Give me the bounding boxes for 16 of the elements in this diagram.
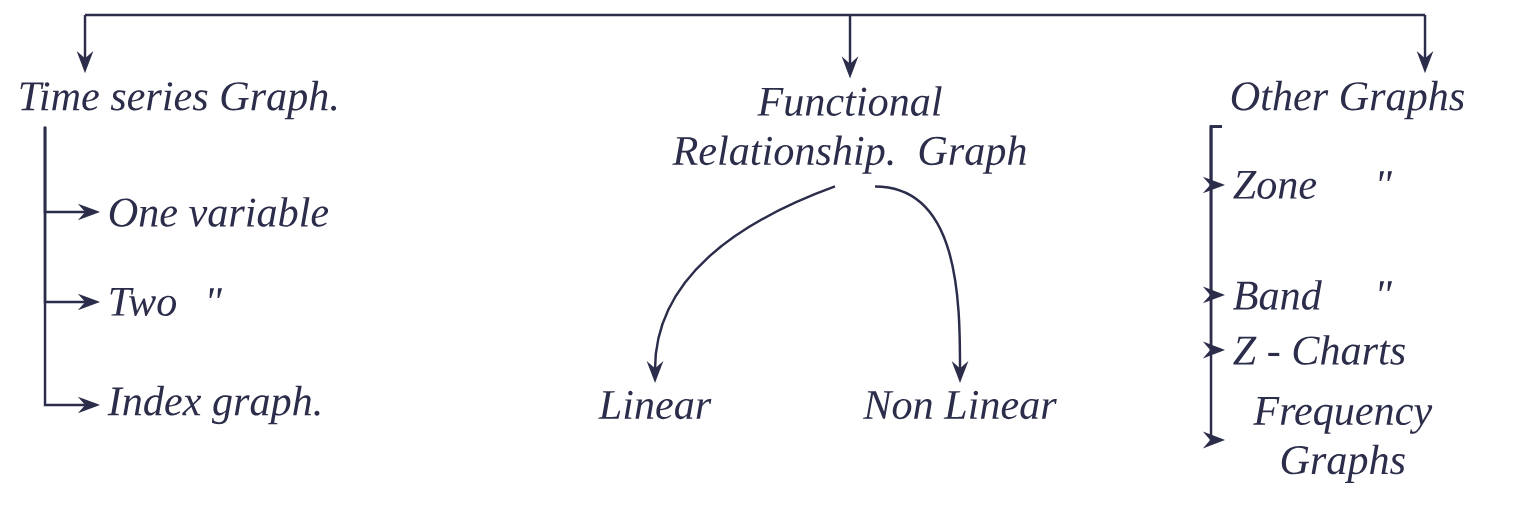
item-text: Z - Charts bbox=[1233, 335, 1405, 365]
item-text: Non Linear bbox=[863, 390, 1057, 420]
ditto-mark: " bbox=[1379, 171, 1393, 182]
bracket-line bbox=[85, 13, 1425, 17]
item-text: Linear bbox=[598, 390, 712, 420]
item-text: Two bbox=[110, 288, 177, 316]
heading-text: Other Graphs bbox=[1231, 80, 1464, 120]
item-text: Band bbox=[1233, 280, 1322, 310]
item-text: Zone bbox=[1233, 171, 1317, 199]
ditto-mark: " bbox=[209, 288, 223, 299]
item-text: One variable bbox=[109, 197, 329, 227]
ditto-mark: " bbox=[1379, 281, 1393, 292]
heading-text: Functional Relationship. Graph bbox=[672, 86, 1026, 174]
heading-text: Time series Graph. bbox=[20, 80, 337, 120]
item-text: Frequency Graphs bbox=[1253, 397, 1433, 483]
item-text: Index graph. bbox=[107, 385, 320, 425]
